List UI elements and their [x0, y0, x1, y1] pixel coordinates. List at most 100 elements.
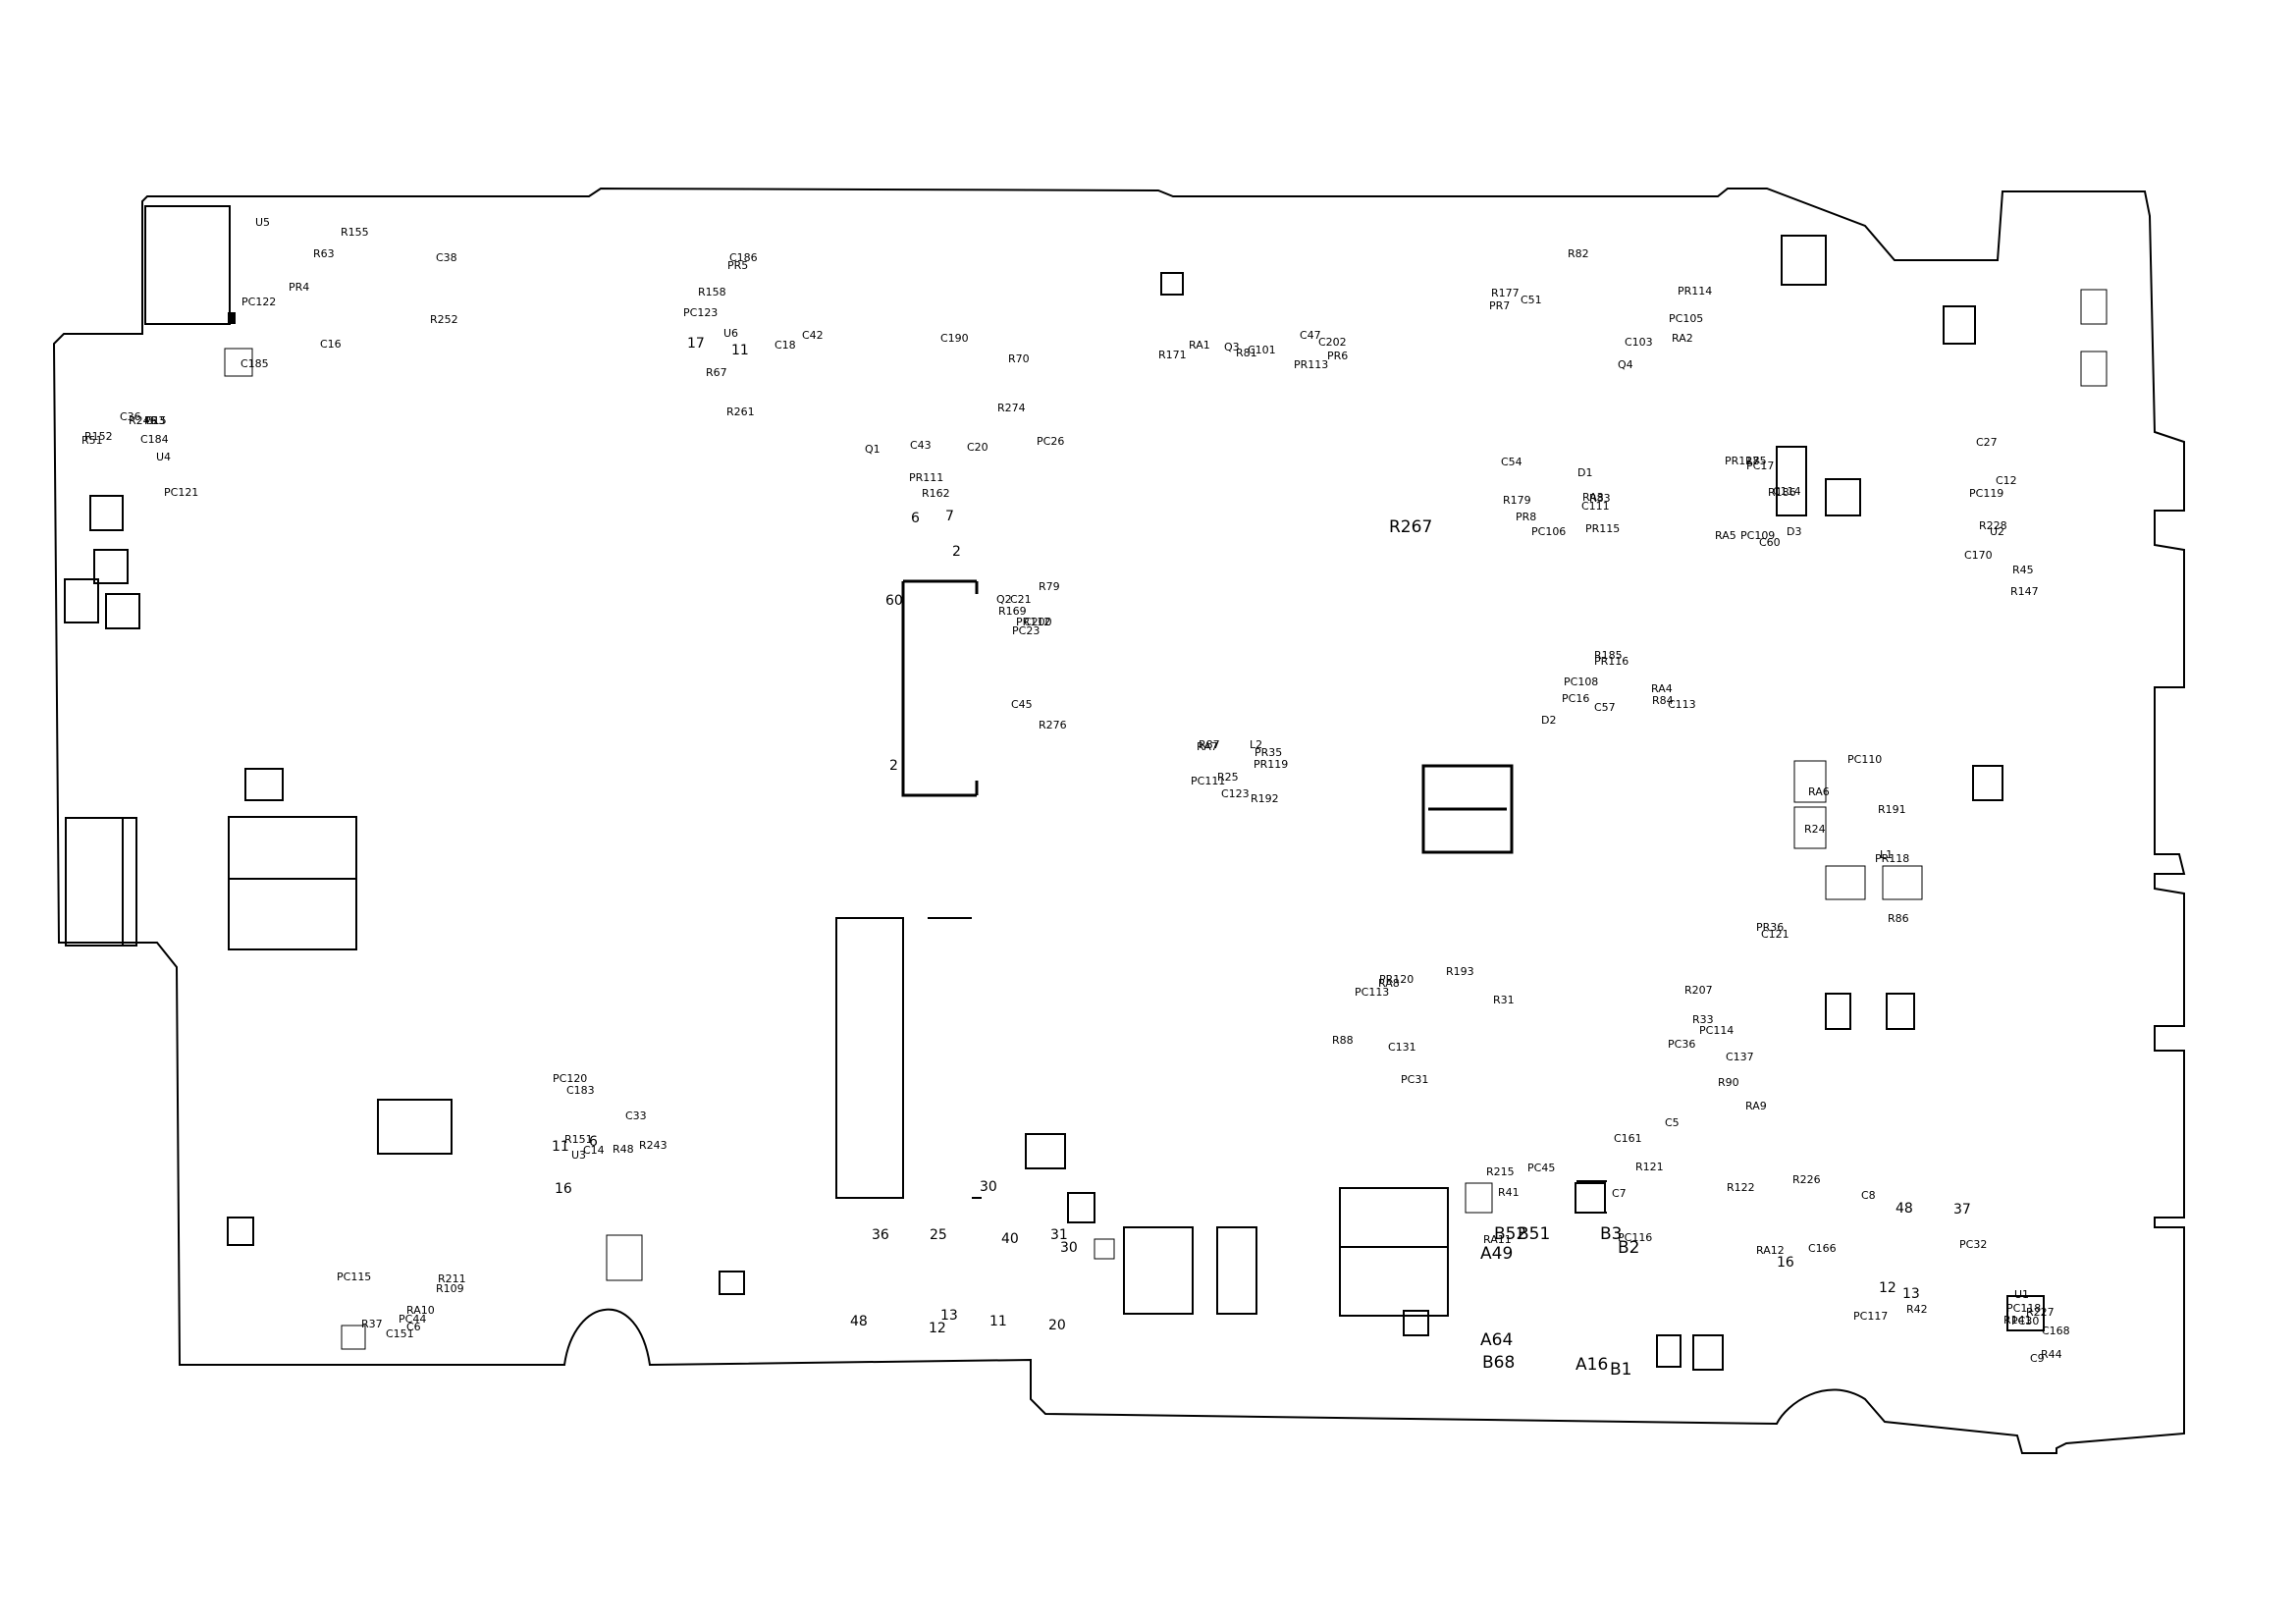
component-label: D3: [1787, 525, 1801, 538]
component-label: R274: [997, 402, 1026, 414]
component-label: R169: [998, 605, 1027, 618]
component-label: R85: [1745, 455, 1767, 467]
component-label: C168: [2042, 1325, 2070, 1337]
component-label: PC31: [1401, 1073, 1428, 1086]
component-label: C166: [1808, 1242, 1837, 1255]
component-label: Q3: [1224, 341, 1240, 353]
component-label: R207: [1684, 984, 1713, 997]
component-label: R211: [438, 1272, 466, 1285]
component-label: C185: [240, 357, 269, 370]
component-label: R243: [639, 1139, 667, 1152]
component-label: R44: [2041, 1348, 2062, 1361]
component-label: PR114: [1678, 285, 1712, 298]
component-label: C183: [566, 1084, 595, 1097]
pin-number: 60: [885, 593, 903, 609]
component-label: C9: [2030, 1352, 2045, 1365]
ic-left-1: [89, 495, 124, 531]
component-label: C60: [1759, 536, 1781, 549]
regulator-chip-3: [227, 1217, 254, 1246]
component-label: R147: [2010, 585, 2039, 598]
ic-left-6: [224, 348, 253, 377]
component-label: R192: [1251, 792, 1279, 805]
component-label: C8: [1861, 1189, 1876, 1202]
component-label: C20: [967, 441, 988, 454]
regulator-chip-2: [606, 1234, 643, 1281]
component-label: R276: [1039, 719, 1067, 731]
component-label: R83: [1589, 492, 1611, 505]
component-label: PR4: [289, 281, 309, 294]
right-chip-8: [1825, 993, 1851, 1030]
component-label: PC16: [1562, 692, 1589, 705]
component-label: R48: [613, 1143, 634, 1156]
component-label: C27: [1976, 436, 1998, 449]
component-label: PR120: [1379, 973, 1414, 986]
pin-number: 20: [1048, 1318, 1066, 1333]
right-chip-4: [1793, 760, 1827, 803]
pin-number: 30: [980, 1179, 997, 1195]
component-label: PC110: [1847, 753, 1882, 766]
ball-label: B68: [1482, 1353, 1515, 1373]
pin-number: 12: [929, 1321, 946, 1336]
center-bottom-chip-6: [1403, 1310, 1429, 1336]
component-label: PC113: [1355, 986, 1389, 999]
center-bottom-chip-7: [1465, 1182, 1493, 1214]
ic-left-3: [64, 578, 99, 623]
right-chip-1: [1781, 235, 1827, 286]
component-label: PR6: [1327, 350, 1348, 362]
component-label: RA5: [1715, 529, 1736, 542]
pin-number: 7: [945, 509, 954, 524]
pin-number: 30: [1060, 1240, 1078, 1256]
center-bottom-chip-2: [1067, 1192, 1095, 1223]
component-label: R86: [1888, 912, 1909, 925]
component-label: PC111: [1191, 775, 1225, 787]
component-label: C137: [1726, 1051, 1754, 1063]
component-label: PR111: [909, 471, 943, 484]
pin-number: 11: [731, 343, 749, 358]
component-label: C114: [1773, 485, 1801, 498]
regulator-chip-5: [341, 1325, 366, 1350]
component-label: C113: [1668, 698, 1696, 711]
ball-label: B1: [1610, 1360, 1631, 1380]
pin-number: 6: [911, 511, 920, 526]
center-bottom-chip-4: [1094, 1238, 1115, 1260]
component-label: RA9: [1745, 1100, 1767, 1112]
right-chip-9: [1886, 993, 1915, 1030]
component-label: PC114: [1699, 1024, 1734, 1037]
pin-number: 2: [952, 544, 961, 560]
component-label: R152: [84, 430, 113, 443]
component-label: PC108: [1564, 676, 1598, 688]
component-label: RA6: [1808, 785, 1830, 798]
component-label: C16: [320, 338, 342, 351]
bottom-chip-1: [1123, 1226, 1194, 1315]
component-label: U6: [723, 327, 738, 340]
component-label: PC120: [553, 1072, 587, 1085]
component-label: PR3: [144, 414, 165, 427]
right-chip-5: [1793, 806, 1827, 849]
ball-label: R267: [1389, 517, 1432, 537]
component-label: C45: [1011, 698, 1033, 711]
component-label: R51: [81, 434, 103, 447]
component-label: R45: [2012, 564, 2034, 576]
component-label: C36: [120, 410, 141, 423]
component-label: PC118: [2006, 1302, 2041, 1315]
component-label: C51: [1521, 294, 1542, 306]
pin-number: 11: [552, 1139, 569, 1155]
component-label: L1: [1880, 848, 1893, 861]
component-label: R25: [1217, 771, 1239, 784]
component-label: R227: [2026, 1306, 2055, 1319]
component-label: PC45: [1527, 1162, 1555, 1174]
component-label: PR112: [1016, 616, 1050, 628]
component-label: R226: [1792, 1173, 1821, 1186]
component-label: C15: [145, 414, 167, 427]
component-label: R84: [1652, 694, 1674, 707]
component-label: U3: [571, 1149, 586, 1162]
component-label: R185: [1594, 649, 1623, 662]
component-label: R121: [1635, 1161, 1664, 1173]
component-label: R191: [1878, 803, 1906, 816]
component-label: PC122: [241, 296, 276, 308]
pin-number: 16: [1777, 1255, 1794, 1271]
right-chip-7: [1882, 865, 1923, 900]
component-label: PR8: [1516, 511, 1536, 523]
